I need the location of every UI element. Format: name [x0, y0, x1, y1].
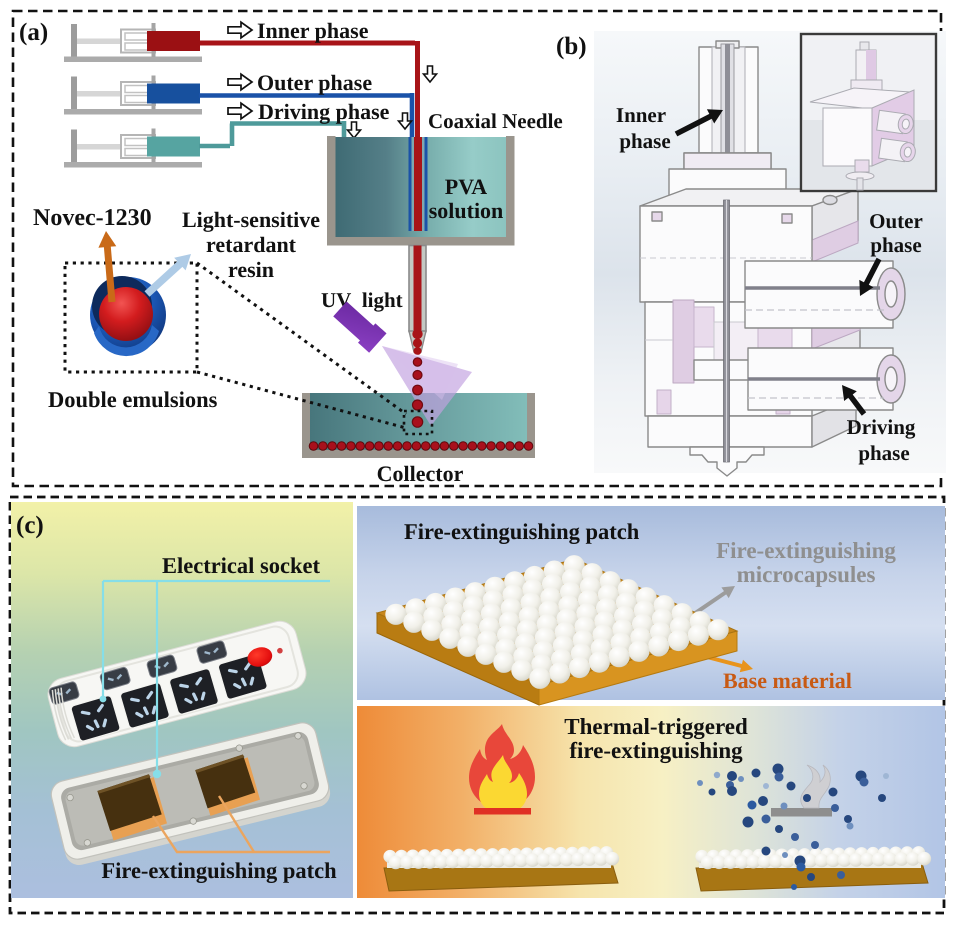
svg-text:Collector: Collector: [377, 461, 464, 486]
svg-text:solution: solution: [429, 198, 504, 223]
svg-text:(b): (b): [556, 33, 587, 60]
svg-text:phase: phase: [858, 441, 909, 465]
svg-text:Fire-extinguishing: Fire-extinguishing: [716, 538, 896, 564]
svg-text:Driving phase: Driving phase: [258, 99, 390, 124]
svg-text:microcapsules: microcapsules: [737, 562, 876, 587]
svg-text:Inner phase: Inner phase: [257, 18, 369, 43]
svg-text:UV light: UV light: [321, 288, 403, 312]
svg-text:PVA: PVA: [445, 174, 487, 199]
svg-text:retardant: retardant: [206, 232, 297, 257]
svg-text:Fire-extinguishing patch: Fire-extinguishing patch: [404, 519, 640, 544]
svg-text:(c): (c): [16, 512, 44, 539]
svg-text:Novec-1230: Novec-1230: [33, 205, 152, 231]
svg-text:Driving: Driving: [847, 415, 916, 439]
svg-text:Outer: Outer: [869, 209, 923, 233]
svg-text:Outer phase: Outer phase: [257, 70, 372, 95]
svg-text:Fire-extinguishing patch: Fire-extinguishing patch: [101, 858, 337, 883]
svg-text:phase: phase: [619, 129, 670, 153]
svg-text:Electrical socket: Electrical socket: [162, 553, 321, 578]
svg-text:resin: resin: [228, 257, 274, 282]
svg-text:Light-sensitive: Light-sensitive: [182, 207, 320, 232]
svg-text:Double emulsions: Double emulsions: [48, 387, 218, 412]
svg-text:Thermal-triggered: Thermal-triggered: [564, 714, 748, 740]
svg-text:phase: phase: [870, 233, 921, 257]
svg-text:(a): (a): [19, 19, 48, 46]
svg-text:Base material: Base material: [723, 668, 852, 693]
svg-text:Inner: Inner: [616, 103, 666, 127]
svg-text:Coaxial Needle: Coaxial Needle: [428, 109, 563, 133]
svg-text:fire-extinguishing: fire-extinguishing: [569, 738, 743, 764]
